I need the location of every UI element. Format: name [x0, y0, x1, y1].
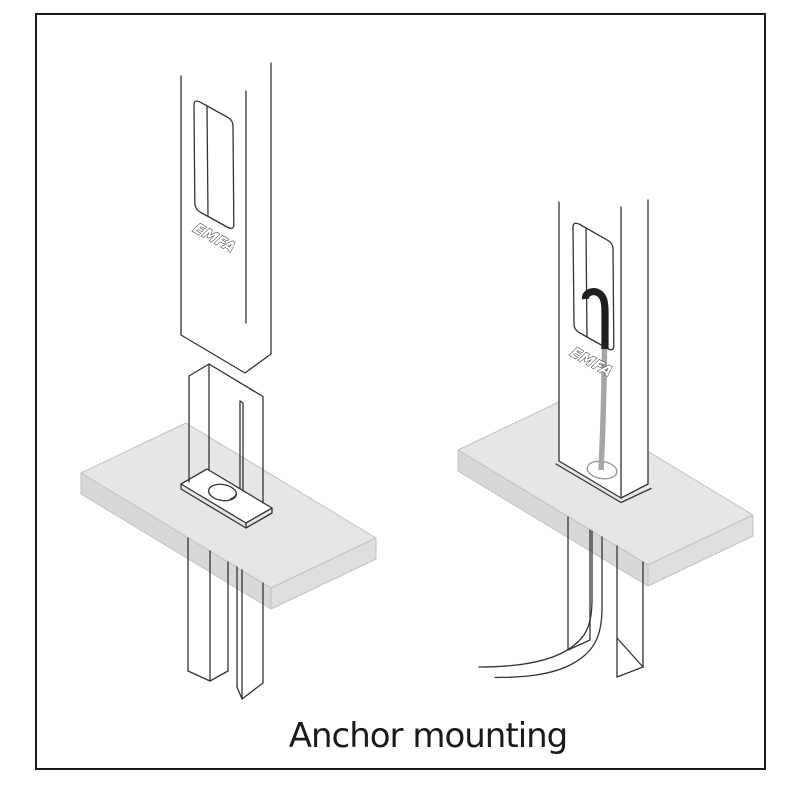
pole-base-plate-edge	[555, 463, 652, 504]
pole-bottom-edge	[558, 460, 649, 499]
slab-front-right-face	[270, 537, 377, 610]
exploded-view-illustration: EMFA	[80, 60, 377, 700]
anchor-pocket	[188, 363, 264, 504]
anchor-hole-depth	[229, 493, 237, 500]
mounting-panel-divider	[585, 228, 588, 338]
cable-under-slab	[478, 530, 603, 679]
anchor-legs	[187, 537, 264, 700]
diagram-title: Anchor mounting	[288, 716, 569, 756]
pole: EMFA	[555, 194, 652, 504]
pole-bottom-edge	[180, 334, 272, 374]
mounting-panel	[193, 100, 235, 230]
slab-front-right-face	[647, 514, 754, 587]
cable	[598, 346, 608, 471]
pole: EMFA	[180, 60, 272, 374]
cable-connector	[581, 288, 609, 349]
assembled-view-illustration: EMFA	[457, 194, 754, 679]
base-plate-edge	[180, 483, 273, 529]
base-plate	[180, 468, 273, 529]
mounting-panel-divider	[206, 105, 209, 216]
anchor-hole	[207, 483, 238, 502]
